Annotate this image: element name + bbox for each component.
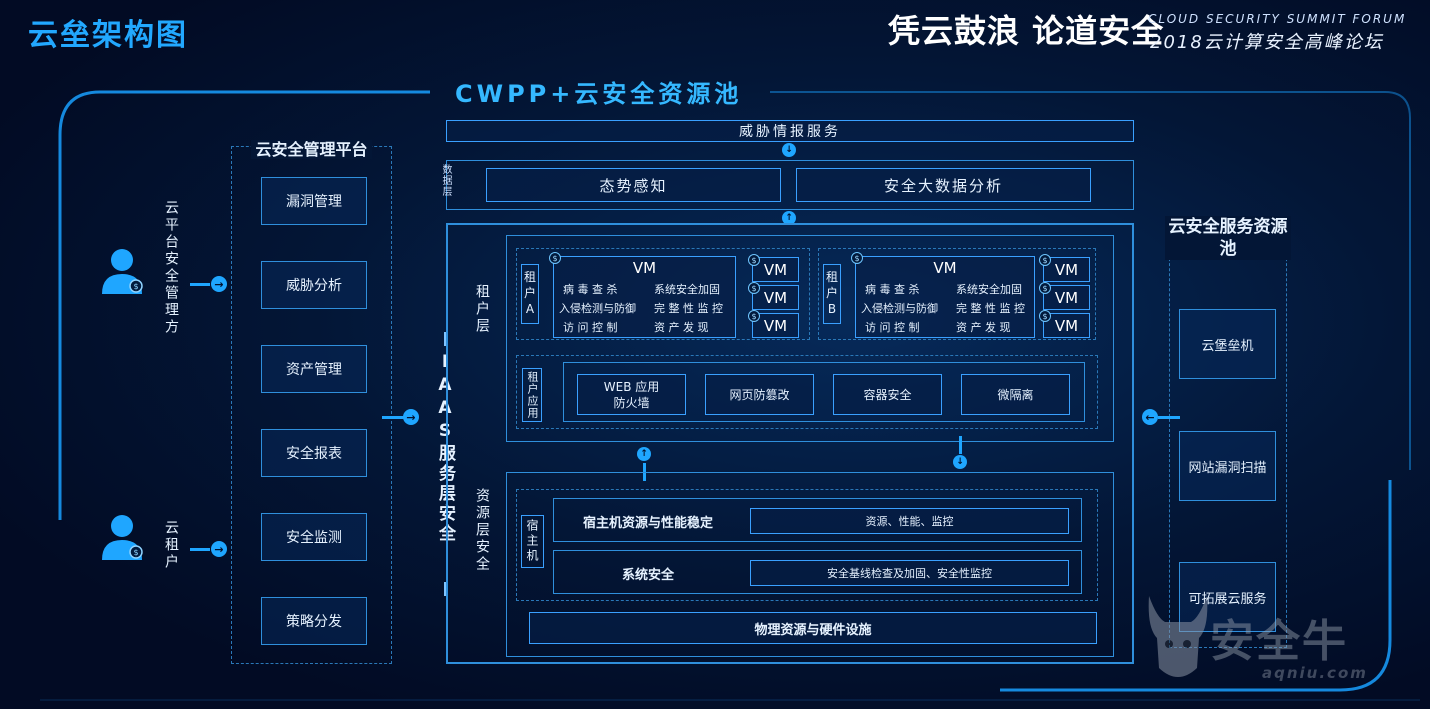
mgmt-item-threat: 威胁分析: [261, 261, 367, 309]
arrow-right-icon: →: [403, 409, 419, 425]
func-hardening: 系统安全加固: [956, 283, 1022, 296]
arrow-up-icon: ↑: [637, 447, 651, 461]
func-virus: 病 毒 查 杀: [563, 283, 618, 296]
s-badge-icon: $: [748, 254, 760, 266]
physical-resources-box: 物理资源与硬件设施: [529, 612, 1097, 644]
arrow-up-icon: ↑: [782, 211, 796, 225]
func-integrity: 完 整 性 监 控: [654, 302, 723, 315]
admin-person-icon: $: [102, 249, 143, 294]
tenant-b-vm-box: [855, 256, 1035, 338]
brand-english: CLOUD SECURITY SUMMIT FORUM: [1148, 12, 1407, 26]
s-badge-icon: $: [1039, 310, 1051, 322]
pool-item-webscan: 网站漏洞扫描: [1179, 431, 1276, 501]
host-label: 宿主机: [521, 515, 544, 568]
func-ids: 入侵检测与防御: [861, 302, 938, 315]
service-pool-title: 云安全服务资源池: [1165, 216, 1291, 260]
tenant-apps-label: 租户应用: [522, 368, 542, 422]
tenant-b-vm-title: VM: [933, 259, 957, 277]
mgmt-item-policy: 策略分发: [261, 597, 367, 645]
threat-intel-bar: 威胁情报服务: [446, 120, 1134, 142]
system-security-detail: 安全基线检查及加固、安全性监控: [750, 560, 1069, 586]
app-tamper: 网页防篡改: [705, 374, 814, 415]
page-title: 云垒架构图: [28, 18, 188, 53]
bull-logo-icon: [1148, 596, 1208, 677]
watermark-text: 安全牛: [1210, 616, 1348, 667]
arrow-right-icon: →: [211, 541, 227, 557]
tenant-a-vm-box: [553, 256, 736, 338]
tenant-a-label: 租户A: [521, 264, 539, 324]
mgmt-item-vuln: 漏洞管理: [261, 177, 367, 225]
iaas-main-panel: [446, 223, 1134, 664]
arrow-right-icon: →: [211, 276, 227, 292]
host-row-system: [553, 550, 1082, 594]
mgmt-platform-title: 云安全管理平台: [231, 136, 392, 160]
brand-slogan: 凭云鼓浪 论道安全: [888, 12, 1165, 50]
tenant-person-icon: $: [102, 515, 143, 560]
func-asset: 资 产 发 现: [956, 321, 1011, 334]
s-badge-icon: $: [748, 310, 760, 322]
actor-admin-label: 云平台安全管理方: [163, 200, 179, 336]
host-panel: [516, 489, 1098, 601]
resource-layer-panel: [506, 472, 1114, 657]
connector-line: [1158, 416, 1180, 419]
system-security-name: 系统安全: [621, 568, 674, 583]
mgmt-item-asset: 资产管理: [261, 345, 367, 393]
pool-item-bastion: 云堡垒机: [1179, 309, 1276, 379]
data-layer-label: 数据层: [440, 164, 451, 197]
brand-event: 2018云计算安全高峰论坛: [1150, 32, 1384, 53]
func-access: 访 问 控 制: [563, 321, 618, 334]
app-container: 容器安全: [833, 374, 942, 415]
tenant-layer-panel: [506, 235, 1114, 442]
s-badge-icon: $: [1039, 254, 1051, 266]
s-badge-icon: $: [549, 252, 561, 264]
connector-line: [190, 283, 210, 286]
iaas-label: IAAS服务层安全: [435, 352, 455, 544]
app-microseg: 微隔离: [961, 374, 1070, 415]
watermark-subtext: aqniu.com: [1262, 664, 1368, 682]
data-layer-panel: [446, 160, 1134, 210]
pool-item-extensible: 可拓展云服务: [1179, 562, 1276, 632]
mgmt-item-report: 安全报表: [261, 429, 367, 477]
connector-line: [959, 436, 962, 454]
tenant-apps-inner: [563, 362, 1085, 422]
arrow-left-icon: ←: [1142, 409, 1158, 425]
arrow-down-icon: ↓: [782, 143, 796, 157]
tenant-b-label: 租户B: [823, 264, 841, 324]
func-integrity: 完 整 性 监 控: [956, 302, 1025, 315]
svg-text:$: $: [133, 548, 138, 557]
tenant-layer-label: 租户层: [474, 284, 490, 335]
host-stability-name: 宿主机资源与性能稳定: [582, 516, 713, 531]
app-waf: WEB 应用 防火墙: [577, 374, 686, 415]
arrow-down-icon: ↓: [953, 455, 967, 469]
func-asset: 资 产 发 现: [654, 321, 709, 334]
func-ids: 入侵检测与防御: [559, 302, 636, 315]
func-access: 访 问 控 制: [865, 321, 920, 334]
vm-box: VM: [1043, 257, 1090, 282]
actor-tenant-label: 云租户: [163, 520, 179, 571]
connector-line: [382, 416, 404, 419]
diagram-title: CWPP+云安全资源池: [455, 80, 743, 108]
func-virus: 病 毒 查 杀: [865, 283, 920, 296]
s-badge-icon: $: [851, 252, 863, 264]
tenant-a-vm-title: VM: [632, 259, 657, 277]
host-stability-detail: 资源、性能、监控: [750, 508, 1069, 534]
bigdata-analysis-box: 安全大数据分析: [796, 168, 1091, 202]
vm-box: VM: [752, 257, 799, 282]
tenant-b-panel: [818, 248, 1096, 340]
iaas-marker: [444, 332, 446, 346]
mgmt-item-monitor: 安全监测: [261, 513, 367, 561]
tenant-a-panel: [516, 248, 810, 340]
resource-layer-label: 资源层安全: [474, 488, 490, 573]
connector-line: [190, 548, 210, 551]
s-badge-icon: $: [748, 282, 760, 294]
iaas-marker: [444, 582, 446, 596]
svg-text:$: $: [133, 282, 138, 291]
host-row-stability: [553, 498, 1082, 542]
func-hardening: 系统安全加固: [654, 283, 720, 296]
tenant-apps-panel: [516, 355, 1098, 429]
situation-awareness-box: 态势感知: [486, 168, 781, 202]
vm-box: VM: [752, 313, 799, 338]
s-badge-icon: $: [1039, 282, 1051, 294]
